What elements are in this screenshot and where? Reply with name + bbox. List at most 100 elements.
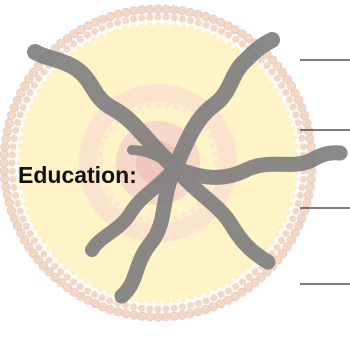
decorative-dot bbox=[114, 19, 121, 26]
decorative-dot bbox=[306, 135, 314, 143]
decorative-dot bbox=[179, 16, 186, 23]
decorative-dot bbox=[27, 89, 34, 96]
decorative-dot bbox=[57, 268, 64, 275]
decorative-dot bbox=[162, 313, 170, 321]
decorative-dot bbox=[12, 127, 19, 134]
decorative-dot bbox=[1, 143, 9, 151]
decorative-dot bbox=[292, 208, 299, 215]
decorative-dot bbox=[173, 216, 178, 221]
decorative-dot bbox=[232, 36, 239, 43]
decorative-dot bbox=[146, 305, 153, 312]
decorative-dot bbox=[186, 309, 194, 317]
decorative-dot bbox=[304, 127, 312, 135]
decorative-dot bbox=[20, 215, 27, 222]
decorative-dot bbox=[146, 14, 153, 21]
decorative-dot bbox=[5, 199, 13, 207]
decorative-dot bbox=[0, 159, 8, 167]
decorative-dot bbox=[114, 201, 119, 206]
decorative-dot bbox=[203, 297, 210, 304]
decorative-dot bbox=[100, 143, 105, 148]
decorative-dot bbox=[225, 32, 232, 39]
decorative-dot bbox=[155, 102, 160, 107]
decorative-dot bbox=[98, 151, 103, 156]
decorative-dot bbox=[295, 119, 302, 126]
decorative-dot bbox=[232, 283, 239, 290]
decorative-dot bbox=[300, 143, 307, 150]
decorative-dot bbox=[201, 12, 209, 20]
decorative-dot bbox=[3, 127, 11, 135]
decorative-dot bbox=[179, 303, 186, 310]
decorative-dot bbox=[218, 291, 225, 298]
decorative-dot bbox=[138, 14, 145, 21]
decorative-dot bbox=[31, 82, 38, 89]
decorative-dot bbox=[91, 291, 98, 298]
decorative-dot bbox=[9, 168, 16, 175]
decorative-dot bbox=[207, 134, 212, 139]
decorative-dot bbox=[225, 287, 232, 294]
decorative-dot bbox=[3, 191, 11, 199]
decorative-dot bbox=[114, 308, 122, 316]
decorative-dot bbox=[70, 40, 77, 47]
decorative-dot bbox=[84, 32, 91, 39]
decorative-dot bbox=[163, 305, 170, 312]
decorative-dot bbox=[17, 111, 24, 118]
decorative-dot bbox=[109, 195, 114, 200]
decorative-dot bbox=[138, 216, 143, 221]
decorative-dot bbox=[289, 215, 296, 222]
decorative-dot bbox=[306, 183, 314, 191]
decorative-dot bbox=[162, 5, 170, 13]
decorative-dot bbox=[178, 311, 186, 319]
decorative-dot bbox=[106, 22, 113, 29]
decorative-dot bbox=[146, 313, 154, 321]
decorative-dot bbox=[292, 111, 299, 118]
decorative-dot bbox=[278, 237, 285, 244]
decorative-dot bbox=[46, 257, 53, 264]
decorative-dot bbox=[201, 305, 209, 313]
decorative-dot bbox=[194, 308, 202, 316]
decorative-dot bbox=[2, 135, 10, 143]
decorative-dot bbox=[10, 214, 18, 222]
decorative-dot bbox=[239, 279, 246, 286]
decorative-dot bbox=[307, 175, 315, 183]
decorative-dot bbox=[40, 68, 47, 75]
decorative-dot bbox=[114, 10, 122, 18]
decorative-dot bbox=[304, 191, 312, 199]
decorative-dot bbox=[77, 283, 84, 290]
decorative-dot bbox=[274, 244, 281, 251]
decorative-dot bbox=[170, 312, 178, 320]
decorative-dot bbox=[138, 105, 143, 110]
decorative-dot bbox=[99, 25, 106, 32]
decorative-dot bbox=[109, 126, 114, 131]
decorative-dot bbox=[99, 294, 106, 301]
decorative-dot bbox=[171, 305, 178, 312]
decorative-dot bbox=[7, 206, 15, 214]
decorative-dot bbox=[14, 119, 21, 126]
decorative-dot bbox=[130, 311, 138, 319]
decorative-dot bbox=[252, 268, 259, 275]
decorative-dot bbox=[51, 263, 58, 270]
decorative-dot bbox=[154, 313, 162, 321]
decorative-dot bbox=[298, 184, 305, 191]
decorative-dot bbox=[0, 151, 8, 159]
decorative-dot bbox=[9, 143, 16, 150]
decorative-dot bbox=[173, 105, 178, 110]
decorative-dot bbox=[210, 294, 217, 301]
decorative-dot bbox=[5, 119, 13, 127]
decorative-dot bbox=[213, 160, 218, 165]
decorative-dot bbox=[35, 244, 42, 251]
decorative-dot bbox=[130, 303, 137, 310]
decorative-dot bbox=[17, 208, 24, 215]
decorative-dot bbox=[295, 200, 302, 207]
decorative-dot bbox=[297, 192, 304, 199]
decorative-dot bbox=[1, 175, 9, 183]
decorative-dot bbox=[187, 302, 194, 309]
decorative-dot bbox=[195, 300, 202, 307]
decorative-dot bbox=[11, 135, 18, 142]
decorative-dot bbox=[245, 274, 252, 281]
decorative-dot bbox=[27, 230, 34, 237]
decorative-dot bbox=[106, 305, 114, 313]
decorative-dot bbox=[63, 45, 70, 52]
education-label: Education: bbox=[18, 161, 137, 189]
decorative-dot bbox=[2, 183, 10, 191]
decorative-dot bbox=[187, 17, 194, 24]
